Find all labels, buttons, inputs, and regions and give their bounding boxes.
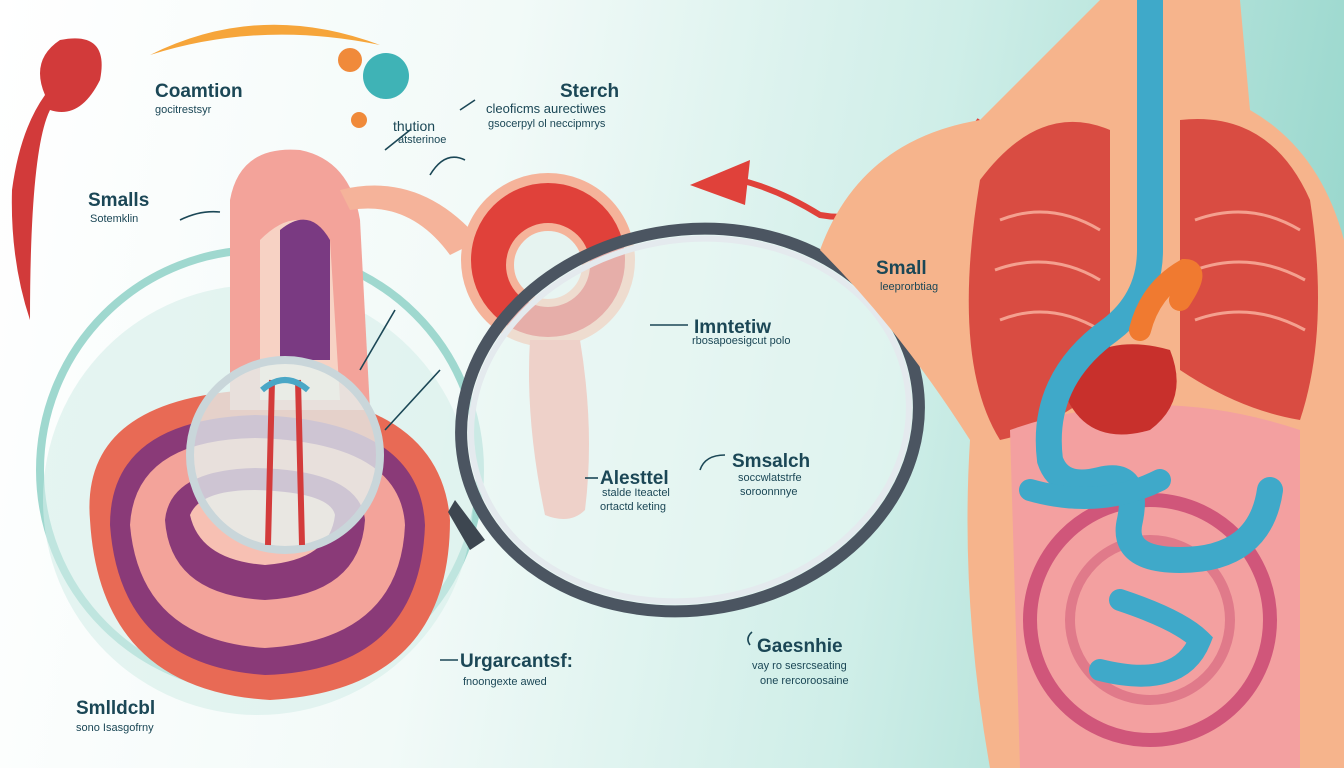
label-alesttel-sub-1: stalde Iteactel bbox=[602, 487, 670, 499]
right-lung bbox=[1180, 119, 1318, 420]
orange-swoosh bbox=[150, 24, 380, 55]
orange-dot-small bbox=[351, 112, 367, 128]
label-coamtion-sub: gocitrestsyr bbox=[155, 104, 212, 116]
label-urgarcantsf-title: Urgarcantsf: bbox=[460, 651, 573, 672]
label-urgarcantsf-sub: fnoongexte awed bbox=[463, 676, 547, 688]
label-smalls-title: Smalls bbox=[88, 190, 150, 211]
label-gaesnhie-title: Gaesnhie bbox=[757, 636, 843, 657]
large-magnifier bbox=[455, 222, 925, 618]
stomach bbox=[1060, 344, 1177, 435]
magnifier-handle bbox=[448, 500, 485, 550]
label-alesttel-sub-2: ortactd keting bbox=[600, 501, 667, 513]
label-gaesnhie-sub-1: vay ro sesrcseating bbox=[752, 660, 847, 672]
small-magnifier bbox=[186, 356, 384, 554]
label-imntetiw-sub: rbosapoesigcut polo bbox=[692, 335, 791, 347]
teal-sphere bbox=[363, 53, 409, 99]
label-sterch-title: Sterch bbox=[560, 81, 620, 102]
label-smsalch-sub-2: soroonnnye bbox=[740, 486, 798, 498]
label-sterch-sub-2: gsocerpyl ol neccipmrys bbox=[488, 118, 606, 130]
label-coamtion-title: Coamtion bbox=[155, 81, 243, 102]
label-thution-title: thution bbox=[393, 118, 436, 134]
label-gaesnhie-sub-2: one rercoroosaine bbox=[760, 675, 849, 687]
orange-dot bbox=[338, 48, 362, 72]
label-imntetiw-title: Imntetiw bbox=[694, 317, 772, 338]
label-small-sub: leeprorbtiag bbox=[880, 281, 939, 293]
label-small-title: Small bbox=[876, 258, 927, 279]
label-alesttel-title: Alesttel bbox=[600, 468, 669, 489]
label-smlldcbl-sub: sono Isasgofrny bbox=[76, 722, 154, 734]
label-thution-sub: atsterinoe bbox=[398, 134, 447, 146]
esophagus-tube bbox=[1035, 0, 1283, 574]
label-smsalch-sub-1: soccwlatstrfe bbox=[738, 472, 802, 484]
red-leaf bbox=[11, 38, 102, 320]
label-smlldcbl-title: Smlldcbl bbox=[76, 698, 156, 719]
label-smalls-sub: Sotemklin bbox=[90, 213, 139, 225]
label-sterch-sub-1: cleoficms aurectiwes bbox=[486, 101, 606, 116]
label-smsalch-title: Smsalch bbox=[732, 451, 811, 472]
